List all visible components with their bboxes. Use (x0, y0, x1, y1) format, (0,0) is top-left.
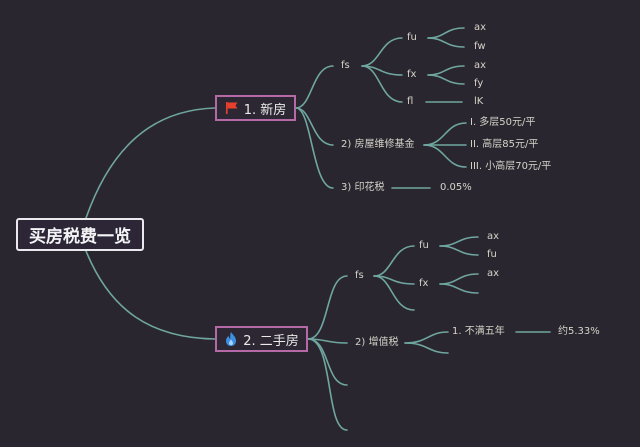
flame-icon (224, 331, 238, 347)
branch-second-hand-label: 2. 二手房 (243, 333, 299, 349)
maintenance-fund-item-3[interactable]: III. 小高层70元/平 (470, 161, 552, 172)
branch-new-house[interactable]: 1. 新房 (215, 95, 296, 121)
vat-under-five-years[interactable]: 1. 不满五年 (452, 326, 505, 337)
branch-new-house-label: 1. 新房 (243, 102, 287, 118)
new-fu-node[interactable]: fu (407, 32, 417, 43)
new-fx-leaf-2[interactable]: fy (474, 78, 484, 89)
vat-rate-value[interactable]: 约5.33% (558, 326, 600, 337)
root-node[interactable]: 买房税费一览 (16, 218, 144, 251)
vat-node[interactable]: 2) 增值税 (355, 337, 399, 348)
new-fx-node[interactable]: fx (407, 69, 417, 80)
second-fu-leaf-1[interactable]: ax (487, 231, 500, 242)
red-flag-icon (225, 101, 239, 115)
new-fu-leaf-1[interactable]: ax (474, 22, 487, 33)
second-fx-leaf-1[interactable]: ax (487, 268, 500, 279)
root-label: 买房税费一览 (29, 227, 131, 247)
new-fx-leaf-1[interactable]: ax (474, 60, 487, 71)
new-fu-leaf-2[interactable]: fw (474, 41, 486, 52)
new-fl-value[interactable]: lK (474, 96, 484, 107)
maintenance-fund-node[interactable]: 2) 房屋维修基金 (341, 139, 415, 150)
maintenance-fund-item-1[interactable]: I. 多层50元/平 (470, 117, 536, 128)
second-fs-node[interactable]: fs (355, 270, 364, 281)
stamp-duty-node[interactable]: 3) 印花税 (341, 182, 385, 193)
maintenance-fund-item-2[interactable]: II. 高层85元/平 (470, 139, 539, 150)
new-fl-node[interactable]: fl (407, 96, 414, 107)
branch-second-hand[interactable]: 2. 二手房 (215, 326, 308, 352)
second-fx-node[interactable]: fx (419, 278, 429, 289)
second-fu-leaf-2[interactable]: fu (487, 249, 497, 260)
stamp-duty-value[interactable]: 0.05% (440, 182, 472, 193)
second-fu-node[interactable]: fu (419, 240, 429, 251)
new-fs-node[interactable]: fs (341, 60, 350, 71)
